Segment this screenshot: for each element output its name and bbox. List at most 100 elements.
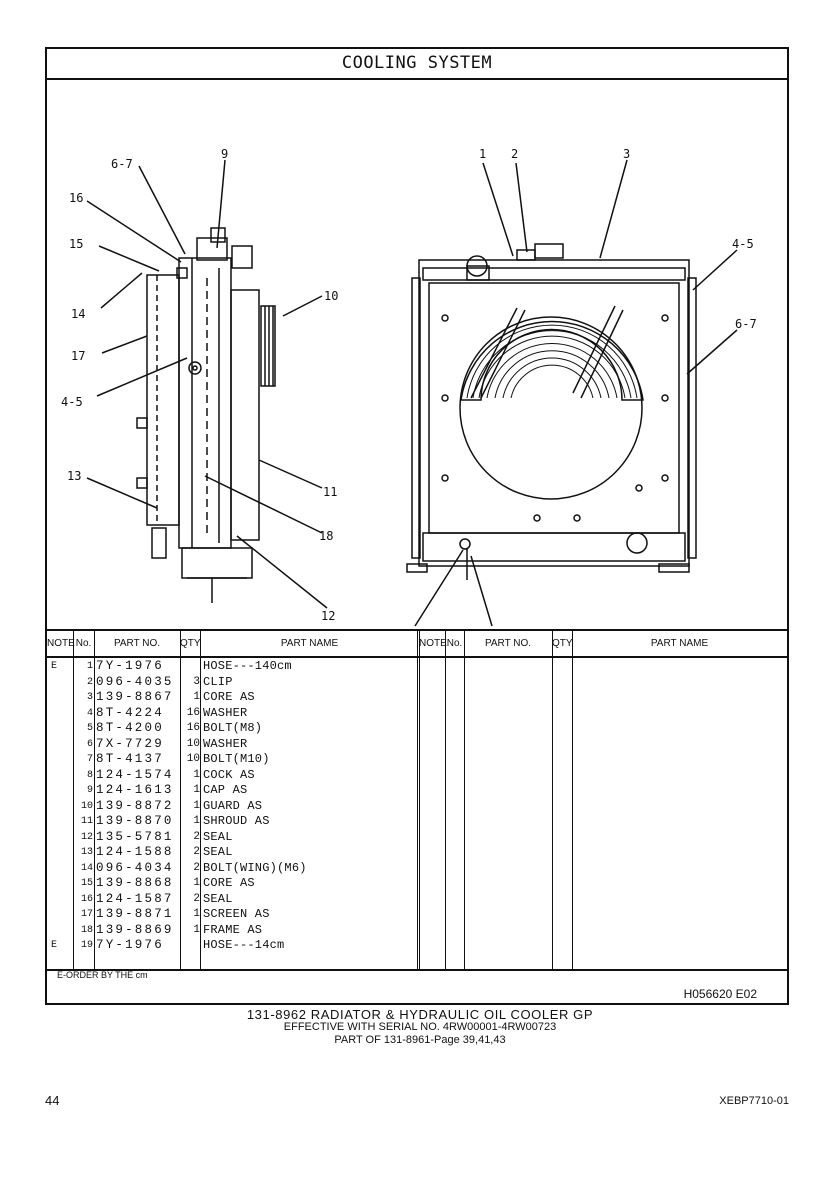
callout-label: 4-5	[732, 237, 754, 251]
part-name-cell: CLIP	[203, 674, 233, 689]
exploded-view-drawing: 6-7 9 16 15 10 14 17 4-5 13 11 18 12 1 2…	[47, 78, 787, 645]
callout-label: 6-7	[111, 157, 133, 171]
item-number-cell: 4	[86, 707, 93, 719]
callout-labels-right: 1 2 3 4-5 6-7 8 2-19	[409, 147, 757, 645]
header-no-right: No.	[445, 631, 464, 657]
callout-label: 13	[67, 469, 81, 483]
part-name-cell: BOLT(M8)	[203, 721, 263, 735]
part-number-cell: 124-1574	[96, 767, 174, 782]
item-number-cell: 6	[86, 738, 93, 750]
quantity-cell: 1	[193, 691, 200, 703]
note-cell: E	[51, 940, 58, 951]
col-rule	[445, 631, 446, 969]
part-name-cell: CORE AS	[203, 690, 255, 704]
col-rule-center	[417, 631, 420, 969]
callout-label: 6-7	[735, 317, 757, 331]
core-side-outline	[178, 257, 232, 549]
fan-guard-outline	[460, 320, 644, 401]
callout-label: 15	[69, 237, 83, 251]
publication-code: XEBP7710-01	[719, 1095, 789, 1107]
screen-outline	[146, 274, 180, 526]
callout-label: 4-5	[61, 395, 83, 409]
part-name-cell: SHROUD AS	[203, 814, 270, 828]
col-rule	[94, 631, 95, 969]
part-name-cell: CAP AS	[203, 783, 248, 797]
callout-label: 10	[324, 289, 338, 303]
col-rule	[464, 631, 465, 969]
cap-outline	[534, 243, 564, 259]
part-number-cell: 096-4034	[96, 860, 174, 875]
callout-labels-left: 6-7 9 16 15 10 14 17 4-5 13 11 18 12	[61, 147, 338, 623]
item-number-cell: 3	[86, 692, 93, 703]
quantity-cell: 1	[193, 815, 200, 827]
quantity-cell: 1	[193, 768, 200, 781]
item-number-cell: 2	[86, 676, 93, 688]
item-number-cell: 15	[80, 878, 93, 889]
callout-label: 14	[71, 307, 85, 321]
item-number-cell: 8	[86, 769, 93, 781]
part-number-cell: 7X-7729	[96, 736, 164, 751]
part-number-cell: 139-8868	[96, 876, 174, 890]
callout-label: 3	[623, 147, 630, 161]
guard-side	[260, 305, 276, 387]
quantity-cell: 16	[186, 706, 200, 719]
quantity-cell: 1	[193, 908, 200, 920]
shroud-side-outline	[230, 289, 260, 541]
item-number-cell: 9	[86, 785, 93, 796]
page-title: COOLING SYSTEM	[47, 49, 787, 80]
header-part-name: PART NAME	[200, 631, 419, 657]
part-name-cell: GUARD AS	[203, 798, 263, 813]
item-number-cell: 19	[80, 940, 93, 951]
header-no: No.	[73, 631, 94, 657]
part-number-cell: 8T-4137	[96, 752, 164, 766]
col-rule	[572, 631, 573, 969]
callout-label: 2	[511, 147, 518, 161]
quantity-cell: 1	[193, 877, 200, 889]
item-number-cell: 16	[80, 893, 93, 905]
col-rule	[200, 631, 201, 969]
quantity-cell: 2	[193, 861, 200, 874]
header-part-name-right: PART NAME	[572, 631, 787, 657]
item-number-cell: 12	[80, 831, 93, 843]
col-rule	[180, 631, 181, 969]
quantity-cell: 1	[193, 784, 200, 796]
part-name-cell: SEAL	[203, 845, 233, 859]
part-number-cell: 139-8871	[96, 907, 174, 921]
callout-label: 17	[71, 349, 85, 363]
col-rule	[73, 631, 74, 969]
part-number-cell: 7Y-1976	[96, 938, 164, 952]
parts-page-frame: COOLING SYSTEM	[45, 47, 789, 1005]
header-qty-right: QTY	[552, 631, 573, 657]
part-name-cell: SEAL	[203, 829, 233, 844]
item-number-cell: 10	[80, 800, 93, 812]
illustration-code: H056620 E02	[683, 987, 757, 1001]
part-number-cell: 135-5781	[96, 829, 174, 844]
part-name-cell: BOLT(WING)(M6)	[203, 860, 307, 875]
quantity-cell: 10	[186, 737, 200, 750]
radiator-frame-outline	[418, 259, 690, 567]
header-part-no: PART NO.	[94, 631, 180, 657]
quantity-cell: 1	[193, 923, 200, 936]
parts-list-table: NOTE No. PART NO. QTY PART NAME NOTE No.…	[47, 629, 787, 971]
part-number-cell: 096-4035	[96, 674, 174, 689]
header-qty: QTY	[180, 631, 201, 657]
header-part-no-right: PART NO.	[464, 631, 552, 657]
part-name-cell: COCK AS	[203, 767, 255, 782]
part-name-cell: SEAL	[203, 891, 233, 906]
part-name-cell: CORE AS	[203, 876, 255, 890]
item-number-cell: 1	[86, 661, 93, 672]
part-number-cell: 124-1588	[96, 845, 174, 859]
item-number-cell: 14	[80, 862, 93, 874]
part-number-cell: 139-8870	[96, 814, 174, 828]
parent-reference: PART OF 131-8961-Page 39,41,43	[334, 1034, 506, 1046]
